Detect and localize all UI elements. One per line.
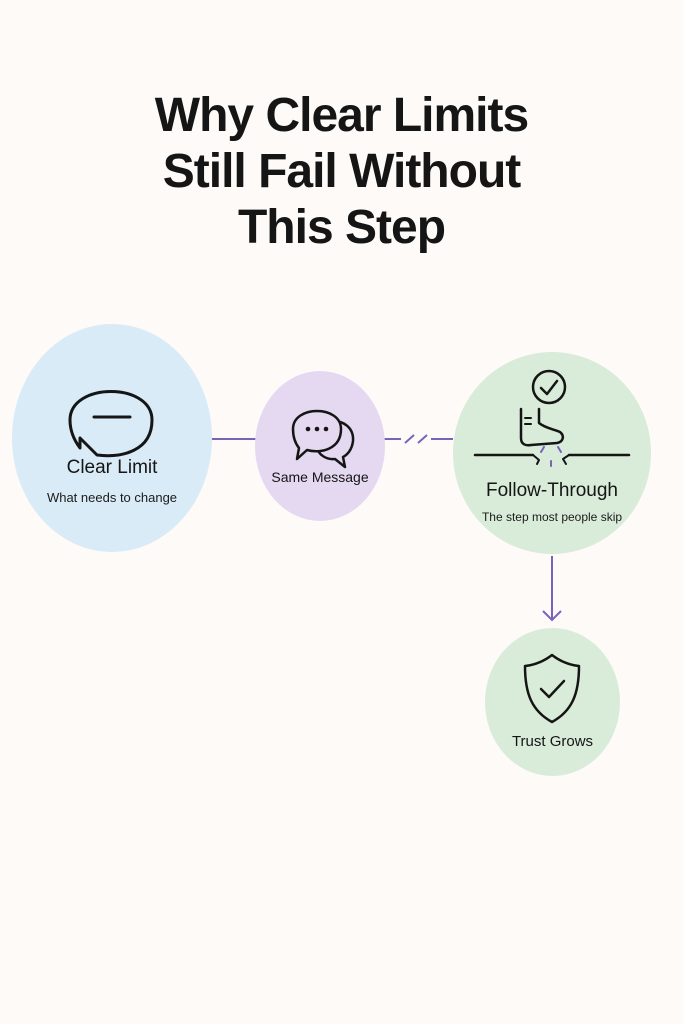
node-follow-through: Follow-Through The step most people skip xyxy=(453,352,651,554)
node-clear-limit-label: Clear Limit xyxy=(66,457,158,478)
diagram-title: Why Clear Limits Still Fail Without This… xyxy=(0,88,683,256)
node-clear-limit-sublabel: What needs to change xyxy=(46,490,178,505)
node-follow-through-label: Follow-Through xyxy=(486,480,618,501)
arrow-down-connector xyxy=(542,556,562,622)
title-line-3: This Step xyxy=(237,201,446,254)
title-line-1: Why Clear Limits xyxy=(154,89,529,142)
title-line-2: Still Fail Without xyxy=(162,145,522,198)
foot-with-check-icon xyxy=(473,369,631,467)
shield-check-icon xyxy=(523,653,581,724)
broken-connector xyxy=(384,434,453,444)
speech-bubble-icon xyxy=(68,390,154,458)
node-follow-through-sublabel: The step most people skip xyxy=(481,510,623,524)
chat-bubbles-icon xyxy=(291,409,355,469)
node-same-message: Same Message xyxy=(255,371,385,521)
node-trust-grows: Trust Grows xyxy=(485,628,620,776)
node-trust-grows-label: Trust Grows xyxy=(511,733,594,750)
node-same-message-label: Same Message xyxy=(271,469,369,485)
node-clear-limit: Clear Limit What needs to change xyxy=(12,324,212,552)
